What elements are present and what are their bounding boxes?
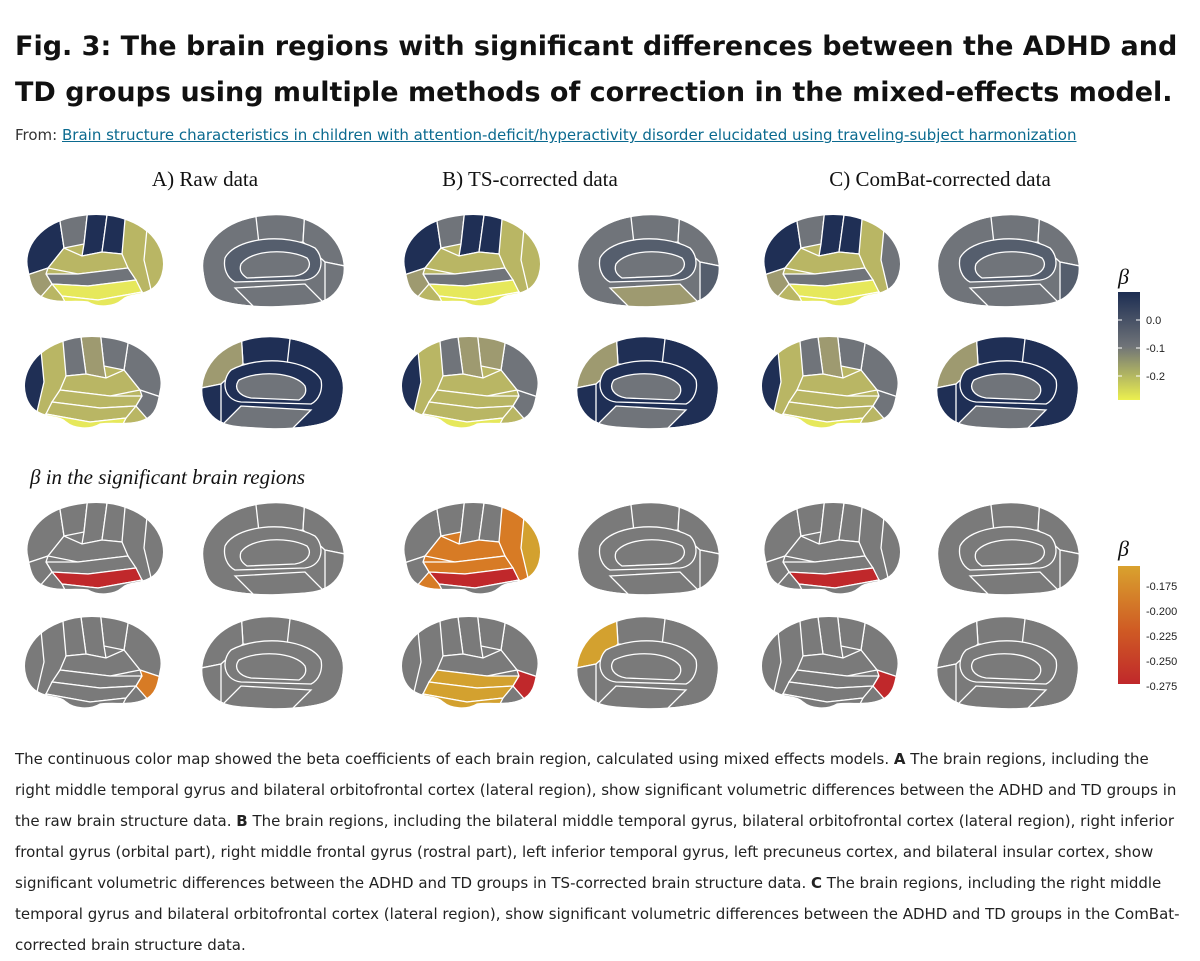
caption-a-label: A: [893, 750, 906, 768]
brain-figure: A) Raw data B) TS-corrected data C) ComB…: [0, 160, 1200, 730]
brain-maps: [23, 213, 1080, 710]
beta-colorbar-bottom: [1118, 566, 1140, 684]
beta-top-tick-2: -0.2: [1146, 371, 1165, 383]
panel-a-label: A) Raw data: [152, 167, 259, 191]
source-article-link[interactable]: Brain structure characteristics in child…: [62, 126, 1077, 144]
brain-figure-canvas: A) Raw data B) TS-corrected data C) ComB…: [23, 167, 1177, 710]
source-line: From: Brain structure characteristics in…: [15, 126, 1076, 144]
caption-a-text: The brain regions, including the right m…: [15, 750, 1177, 830]
beta-legend-top: β 0.0 -0.1 -0.2: [1117, 264, 1165, 400]
figure-title: Fig. 3: The brain regions with significa…: [15, 31, 1178, 108]
caption-c-text: The brain regions, including the right m…: [15, 874, 1180, 954]
beta-bottom-tick-4: -0.275: [1146, 681, 1177, 693]
beta-legend-top-symbol: β: [1117, 264, 1129, 289]
figure-caption: The continuous color map showed the beta…: [15, 744, 1187, 961]
beta-bottom-tick-2: -0.225: [1146, 631, 1177, 643]
panel-b-label: B) TS-corrected data: [442, 167, 618, 191]
source-prefix: From:: [15, 126, 62, 144]
beta-top-tick-1: -0.1: [1146, 343, 1165, 355]
beta-bottom-tick-0: -0.175: [1146, 581, 1177, 593]
beta-legend-bottom: β -0.175 -0.200 -0.225 -0.250 -0.275: [1117, 536, 1177, 693]
beta-bottom-tick-1: -0.200: [1146, 606, 1177, 618]
caption-b-label: B: [236, 812, 248, 830]
significant-regions-label: β in the significant brain regions: [29, 465, 305, 489]
beta-legend-bottom-symbol: β: [1117, 536, 1129, 561]
beta-top-tick-0: 0.0: [1146, 315, 1161, 327]
panel-c-label: C) ComBat-corrected data: [829, 167, 1051, 191]
caption-b-text: The brain regions, including the bilater…: [15, 812, 1175, 892]
caption-intro: The continuous color map showed the beta…: [15, 750, 894, 768]
beta-colorbar-top: [1118, 292, 1140, 400]
beta-bottom-tick-3: -0.250: [1146, 656, 1177, 668]
caption-c-label: C: [811, 874, 823, 892]
